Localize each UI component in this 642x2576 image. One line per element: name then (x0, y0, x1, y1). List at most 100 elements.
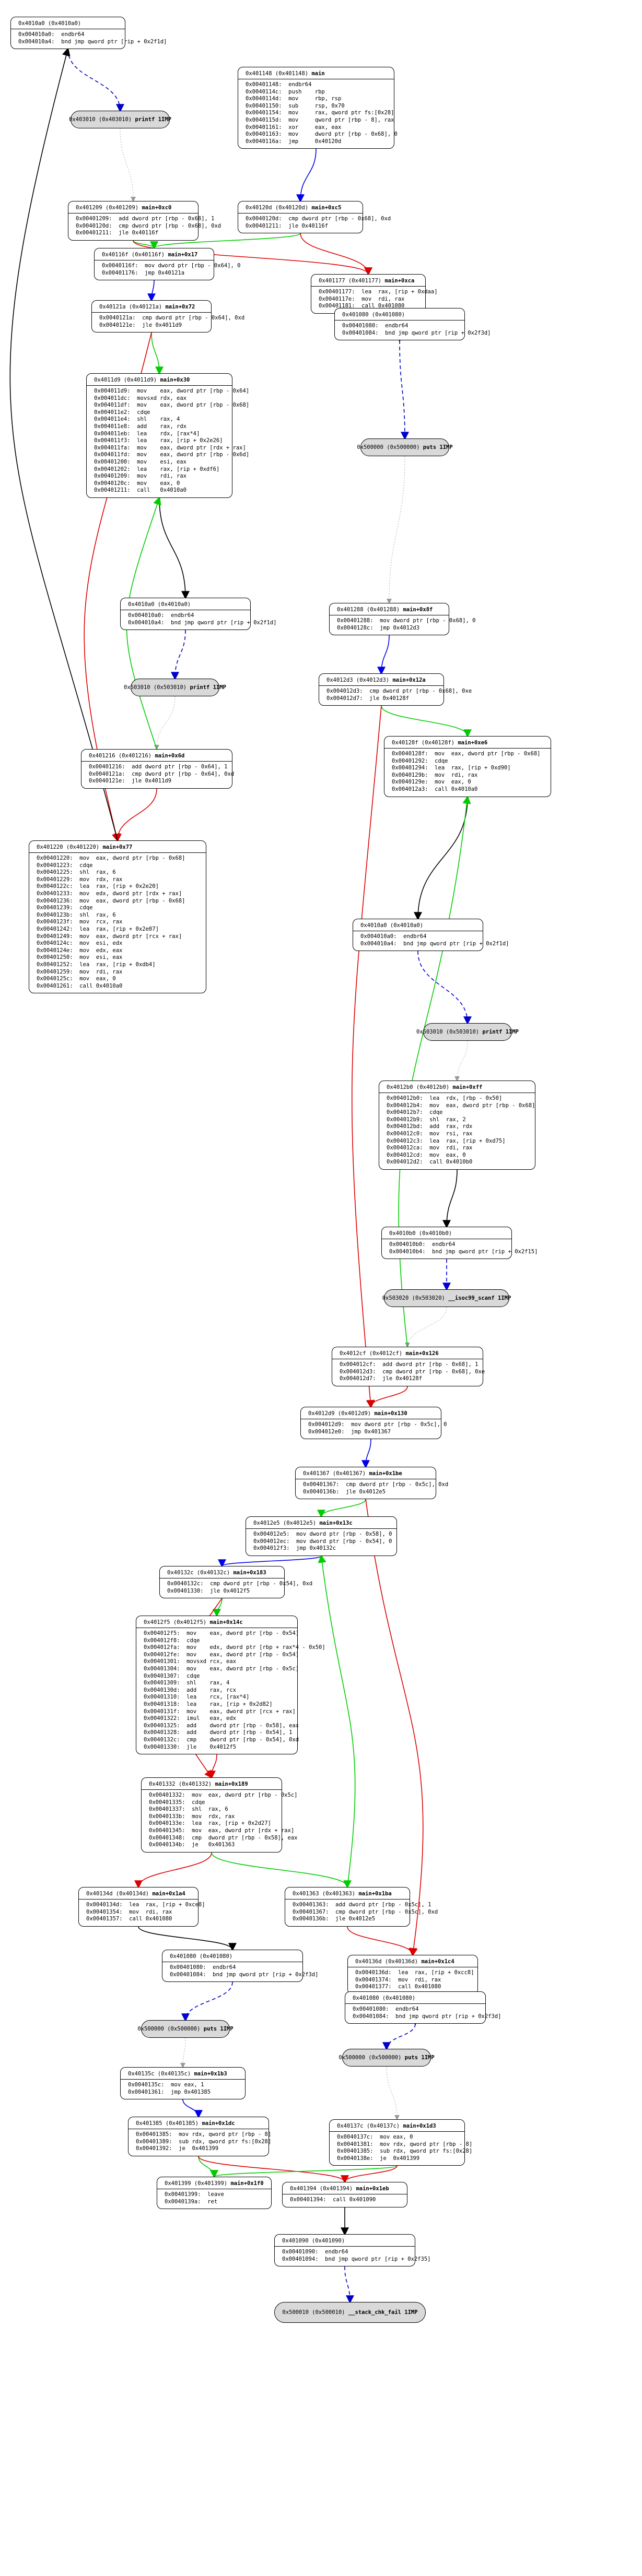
node-function: main+0x30 (160, 377, 190, 383)
node-function: main+0x1be (369, 1470, 402, 1477)
node-function: main+0x1dc (202, 2120, 235, 2127)
edge-n401220-n4010a0 (9, 47, 118, 841)
node-function: main+0x1f0 (230, 2180, 264, 2187)
cfg-node-e500000b[interactable]: 0x500000 (0x500000) puts 1IMP (137, 2020, 234, 2038)
instruction-line: 0x00401288: mov dword ptr [rbp - 0x68], … (337, 618, 476, 624)
instruction-line: 0x0040135c: mov eax, 1 (128, 2082, 204, 2088)
node-address: 0x4010a0 (0x4010a0) (128, 601, 191, 608)
instruction-line: 0x00401200: mov esi, eax (94, 458, 187, 465)
edge-n401080b-e500000b (181, 1981, 233, 2022)
cfg-node-e500000c[interactable]: 0x500000 (0x500000) puts 1IMP (338, 2049, 435, 2067)
cfg-node-e403010[interactable]: 0x403010 (0x403010) printf 1IMP (69, 111, 171, 128)
node-address: 0x503010 (0x503010) (416, 1029, 480, 1035)
instruction-line: 0x00401318: lea rax, [rip + 0x2d82] (144, 1701, 273, 1707)
cfg-node-e503010c[interactable]: 0x503010 (0x503010) printf 1IMP (416, 1023, 519, 1041)
instruction-line: 0x00401337: shl rax, 6 (149, 1806, 228, 1813)
instruction-line: 0x00401181: call 0x401080 (319, 303, 405, 310)
instruction-line: 0x00401394: call 0x401090 (290, 2197, 376, 2203)
instruction-line: 0x00401332: mov eax, dword ptr [rbp - 0x… (149, 1792, 298, 1798)
instruction-line: 0x00401389: sub rdx, qword ptr fs:[0x28] (136, 2138, 272, 2145)
node-address: 0x401367 (0x401367) (303, 1470, 366, 1477)
instruction-line: 0x0040136b: jle 0x4012e5 (303, 1488, 386, 1495)
edge-n401080a-e500000a (399, 340, 409, 441)
instruction-line: 0x004012cf: add dword ptr [rbp - 0x68], … (340, 1361, 478, 1368)
instruction-line: 0x004012a3: call 0x4010a0 (392, 786, 478, 792)
edge-n401363-n4012e5 (318, 1554, 356, 1888)
edge-n4012d3-n40128f (381, 705, 472, 738)
edge-n401367-n40136d (365, 1499, 424, 1957)
instruction-line: 0x00401330: jle 0x4012f5 (144, 1743, 237, 1750)
instruction-line: 0x00401084: bnd jmp qword ptr [rip + 0x2… (342, 329, 491, 336)
instruction-line: 0x00401080: endbr64 (342, 323, 408, 329)
instruction-line: 0x00401354: mov rdi, rax (86, 1908, 172, 1915)
instruction-line: 0x0040131f: mov eax, dword ptr [rcx + ra… (144, 1708, 296, 1715)
cfg-node-e503020[interactable]: 0x503020 (0x503020) __isoc99_scanf 1IMP (382, 1289, 511, 1307)
instruction-line: 0x00401239: cdqe (37, 905, 93, 911)
instruction-line: 0x00401084: bnd jmp qword ptr [rip + 0x2… (353, 2013, 501, 2020)
cfg-node-e503010b[interactable]: 0x503010 (0x503010) printf 1IMP (124, 679, 226, 696)
cfg-node-e500010[interactable]: 0x500010 (0x500010) __stack_chk_fail 1IM… (274, 2302, 426, 2323)
node-address: 0x401363 (0x401363) (293, 1891, 356, 1897)
node-function: main+0x14c (209, 1619, 243, 1625)
edge-e503010b-n401216 (154, 696, 176, 750)
node-address: 0x500010 (0x500010) (282, 2309, 345, 2316)
edge-n4012cf-n40128f (398, 795, 471, 1347)
node-instructions: 0x0040134d: lea rax, [rip + 0xce8]0x0040… (79, 1899, 205, 1926)
node-address: 0x401220 (0x401220) (37, 844, 100, 850)
cfg-node-e500000a[interactable]: 0x500000 (0x500000) puts 1IMP (357, 438, 453, 456)
instruction-line: 0x00401080: endbr64 (353, 2006, 419, 2012)
node-header: 0x40136d (0x40136d) main+0x1c4 (348, 1955, 477, 1967)
node-address: 0x40135c (0x40135c) (128, 2071, 191, 2077)
instruction-line: 0x0040123f: mov rcx, rax (37, 919, 123, 925)
instruction-line: 0x004011e8: add rax, rdx (94, 423, 187, 430)
instruction-line: 0x00401294: lea rax, [rip + 0xd90] (392, 765, 511, 771)
node-header: 0x4012f5 (0x4012f5) main+0x14c (136, 1616, 297, 1628)
node-address: 0x40120d (0x40120d) (246, 205, 309, 211)
instruction-line: 0x00401363: add dword ptr [rbp - 0x5c], … (293, 1902, 431, 1908)
edge-n401090-e500010 (344, 2266, 354, 2304)
node-address: 0x40136d (0x40136d) (355, 1958, 418, 1965)
instruction-line: 0x00401348: cmp dword ptr [rbp - 0x58], … (149, 1834, 298, 1841)
instruction-line: 0x00401367: cmp dword ptr [rbp - 0x5c], … (293, 1908, 438, 1915)
instruction-line: 0x0040139a: ret (165, 2198, 218, 2205)
node-function: main+0x77 (102, 844, 133, 850)
node-header: 0x40116f (0x40116f) main+0x17 (95, 248, 214, 260)
